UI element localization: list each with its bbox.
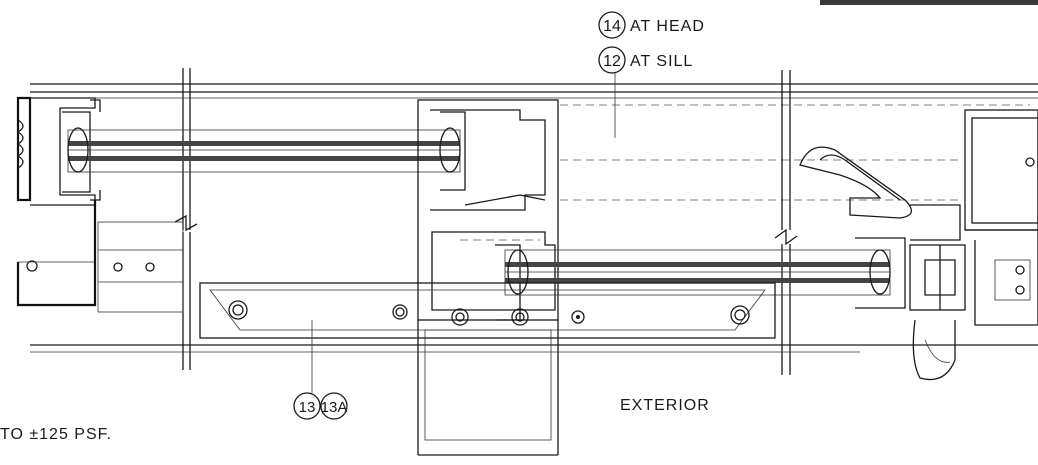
lower-glass-unit bbox=[495, 237, 906, 321]
callout-13a-number: 13A bbox=[321, 399, 348, 416]
callout-sill-text: AT SILL bbox=[630, 53, 693, 70]
callout-rail: 13 13A bbox=[293, 320, 348, 420]
callout-13-number: 13 bbox=[299, 399, 316, 416]
exterior-label: EXTERIOR bbox=[620, 397, 710, 414]
pressure-note: TO ±125 PSF. bbox=[0, 426, 112, 443]
sheet-edge bbox=[820, 0, 1038, 5]
callout-sill: 12 AT SILL bbox=[598, 46, 693, 138]
meeting-rail bbox=[417, 99, 559, 456]
bottom-rail bbox=[199, 282, 776, 339]
lock-handle bbox=[799, 109, 1038, 381]
break-lines bbox=[174, 68, 798, 375]
frame-outline bbox=[30, 83, 1038, 353]
callout-head: 14 AT HEAD bbox=[598, 11, 705, 39]
upper-glass-unit bbox=[62, 99, 466, 201]
callout-head-number: 14 bbox=[603, 18, 621, 35]
callout-sill-number: 12 bbox=[603, 53, 621, 70]
callout-head-text: AT HEAD bbox=[630, 18, 705, 35]
